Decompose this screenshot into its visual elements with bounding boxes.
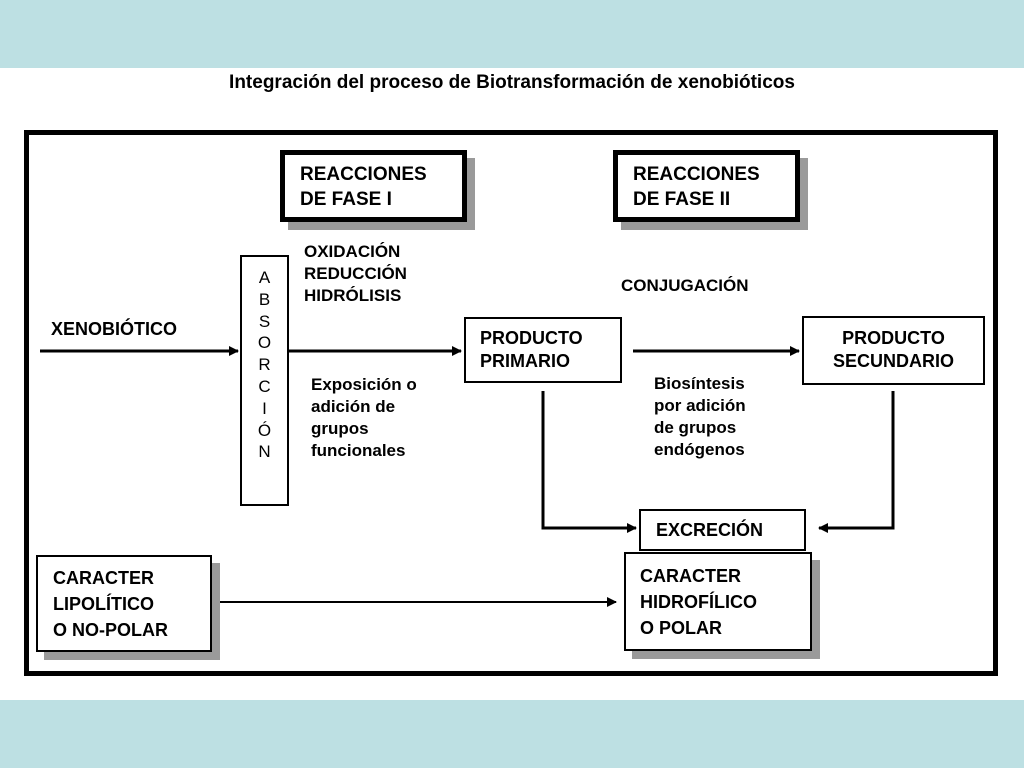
absorption-letter: B (258, 289, 271, 309)
absorption-letter: I (262, 398, 267, 418)
phase-2-description: Biosíntesis por adición de grupos endóge… (654, 374, 746, 459)
arrow-primary-to-excretion (541, 391, 637, 533)
arrow-secondary-to-excretion (818, 391, 895, 533)
conjugation-label: CONJUGACIÓN (621, 276, 749, 295)
hydrophilic-box: CARACTER HIDROFÍLICO O POLAR (624, 552, 812, 651)
bottom-band (0, 700, 1024, 768)
absorption-box: A B S O R C I Ó N (240, 255, 289, 506)
page-title: Integración del proceso de Biotransforma… (229, 72, 795, 93)
absorption-letter: C (258, 376, 271, 396)
absorption-letter: S (258, 311, 271, 331)
absorption-letter: R (258, 355, 271, 375)
absorption-letter: Ó (257, 420, 272, 440)
lipophilic-box: CARACTER LIPOLÍTICO O NO-POLAR (36, 555, 212, 652)
primary-product-box: PRODUCTO PRIMARIO (464, 317, 622, 383)
absorption-letter: O (257, 333, 272, 353)
phase-1-description: Exposición o adición de grupos funcional… (311, 375, 417, 460)
diagram-frame (24, 130, 998, 676)
phase-2-reactions-box: REACCIONES DE FASE II (613, 150, 800, 222)
excretion-box: EXCRECIÓN (639, 509, 806, 551)
secondary-product-box: PRODUCTO SECUNDARIO (802, 316, 985, 385)
phase-1-reactions-list: OXIDACIÓN REDUCCIÓN HIDRÓLISIS (304, 242, 407, 305)
top-band (0, 0, 1024, 68)
absorption-letter: N (258, 442, 271, 462)
phase-1-reactions-box: REACCIONES DE FASE I (280, 150, 467, 222)
absorption-letter: A (258, 268, 271, 287)
xenobiotic-label: XENOBIÓTICO (51, 319, 178, 339)
